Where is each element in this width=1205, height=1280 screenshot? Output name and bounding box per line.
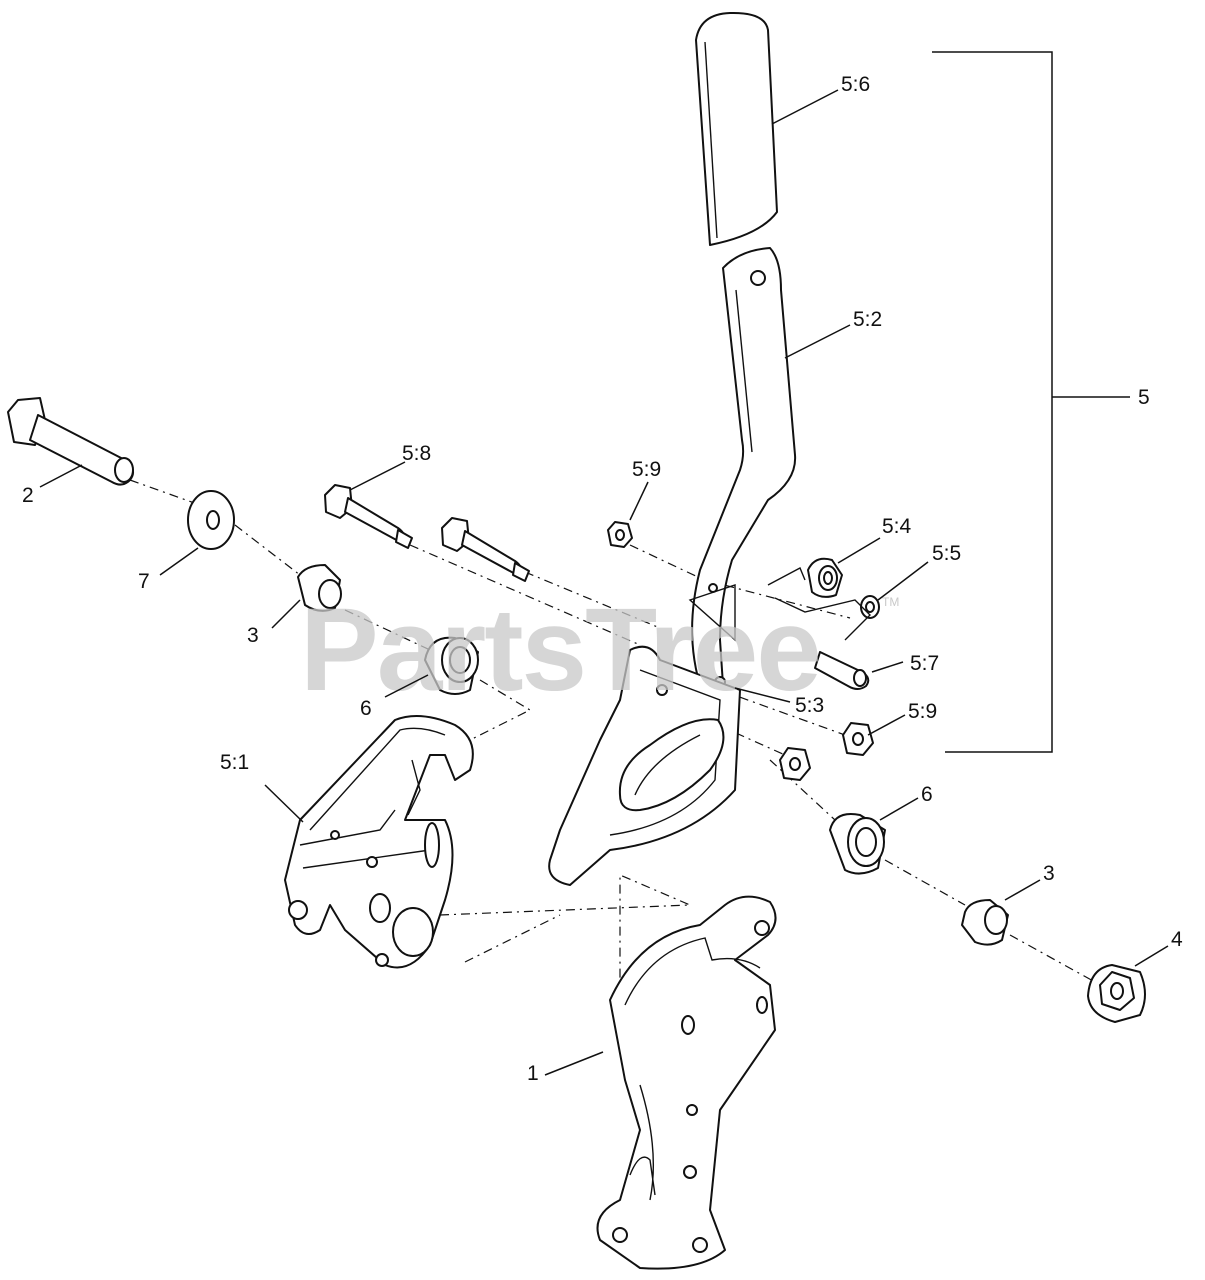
washer-5-4 [807,557,843,598]
callout-6-left: 6 [360,697,372,720]
bolt-2 [7,397,135,486]
callout-5: 5 [1138,386,1150,409]
shoulder-bolt-5-8-back [441,517,530,582]
callout-3-left: 3 [247,624,259,647]
callout-3-right: 3 [1043,862,1055,885]
assembly-bracket [932,51,1130,753]
nut-5-9-top [607,521,633,548]
callout-5-9-top: 5:9 [632,458,661,481]
callout-2: 2 [22,484,34,507]
shoulder-bolt-5-8-front [324,484,413,549]
nut-5-9-bottom [842,722,874,756]
callout-1: 1 [527,1062,539,1085]
mounting-bracket-1 [596,895,777,1270]
callout-5-3: 5:3 [795,694,824,717]
callout-labels: 5:6 5:2 5 5:8 2 5:9 5:4 5:5 7 3 5:7 6 5:… [22,73,1183,1085]
flange-nut-4 [1087,964,1146,1023]
callout-5-9-bottom: 5:9 [908,700,937,723]
bushing-6-right [829,813,886,875]
lever-plate-5-3 [548,645,741,886]
leader-lines [39,89,1169,1076]
callout-5-4: 5:4 [882,515,912,538]
bushing-5-5 [860,595,880,619]
washer-7 [187,490,235,550]
watermark-trademark: TM [882,595,899,609]
lever-tab-outline [767,567,871,641]
nut-5-9-middle [779,747,811,781]
spacer-3-right [961,899,1009,946]
callout-5-2: 5:2 [853,308,882,331]
callout-5-8: 5:8 [402,442,431,465]
callout-4: 4 [1171,928,1183,951]
callout-5-7: 5:7 [910,652,939,675]
watermark: PartsTree TM [300,584,899,716]
callout-7: 7 [138,570,150,593]
spacer-3-left [297,564,342,612]
latch-bracket-5-1 [284,715,474,969]
callout-5-5: 5:5 [932,542,961,565]
callout-5-1: 5:1 [220,751,249,774]
grip-5-6 [695,11,778,246]
callout-5-6: 5:6 [841,73,870,96]
bushing-6-left [424,636,479,695]
pin-5-7 [814,651,870,690]
watermark-text: PartsTree [300,584,820,716]
lever-arm-5-2 [688,247,797,701]
callout-6-right: 6 [921,783,933,806]
